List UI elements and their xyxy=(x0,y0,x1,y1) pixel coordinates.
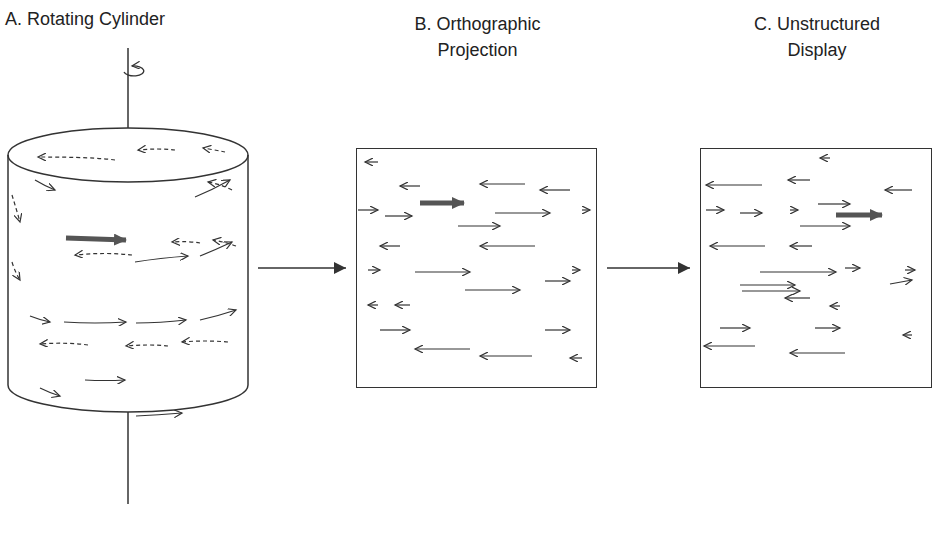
highlighted-arrow xyxy=(836,213,882,218)
highlighted-arrow xyxy=(420,201,464,206)
motion-arrows xyxy=(12,148,236,416)
display-box: C. Unstructured Display xyxy=(700,148,932,388)
flow-arrow xyxy=(258,267,346,269)
cylinder-node: A. Rotating Cylinder xyxy=(8,125,248,415)
panel-heading: C. Unstructured Display xyxy=(727,11,907,63)
flow-arrow xyxy=(607,267,690,269)
scrambled-arrows xyxy=(704,158,915,353)
display-box: B. Orthographic Projection xyxy=(356,148,597,388)
panel-heading: B. Orthographic Projection xyxy=(388,11,568,63)
projected-arrows xyxy=(358,162,590,358)
rotating-cylinder xyxy=(8,48,248,504)
panel-heading: A. Rotating Cylinder xyxy=(5,6,235,32)
